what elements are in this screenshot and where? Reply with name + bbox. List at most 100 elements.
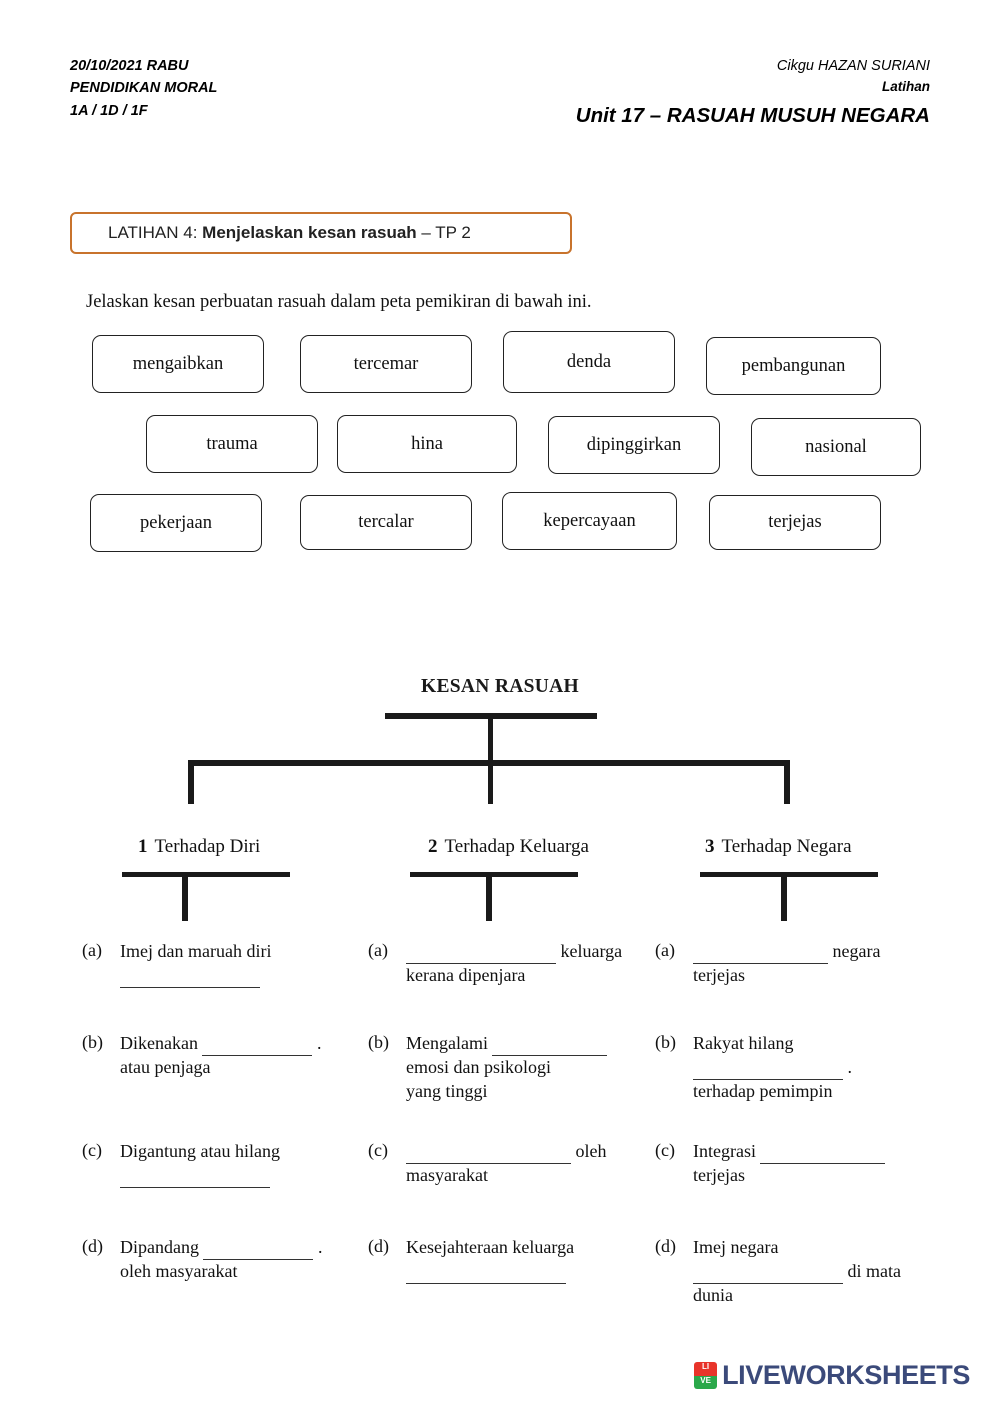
- branch-text-1: Terhadap Diri: [154, 836, 261, 857]
- answer-text-fragment: emosi dan psikologi: [406, 1056, 551, 1077]
- branch2-bar: [410, 872, 578, 877]
- answer-item-text: Mengalami emosi dan psikologi yang tinggi: [368, 1032, 648, 1103]
- header-date: 20/10/2021 RABU: [70, 58, 189, 74]
- answer-text-fragment: Integrasi: [693, 1141, 761, 1161]
- answer-item-marker: (b): [655, 1032, 676, 1052]
- header-classes: 1A / 1D / 1F: [70, 102, 148, 119]
- answer-blank-field[interactable]: [120, 970, 260, 988]
- word-bank-item[interactable]: denda: [503, 331, 675, 393]
- answer-item-marker: (d): [82, 1236, 103, 1256]
- answer-blank-field[interactable]: [693, 1266, 843, 1284]
- answer-item-marker: (d): [655, 1236, 676, 1256]
- answer-item: (c) Digantung atau hilang: [82, 1140, 362, 1188]
- answer-text-fragment: Digantung atau hilang: [120, 1141, 280, 1161]
- answer-blank-field[interactable]: [760, 1146, 886, 1164]
- word-bank-item[interactable]: mengaibkan: [92, 335, 264, 393]
- word-bank-item[interactable]: dipinggirkan: [548, 416, 720, 474]
- answer-blank-field[interactable]: [202, 1038, 313, 1056]
- word-bank-item[interactable]: tercalar: [300, 495, 472, 550]
- answer-item: (a) negara terjejas: [655, 940, 945, 988]
- answer-item-marker: (c): [82, 1140, 102, 1160]
- exercise-title: Menjelaskan kesan rasuah: [202, 223, 417, 242]
- answer-text-fragment: negara: [828, 941, 881, 961]
- branch-num-2: 2: [428, 836, 438, 857]
- answer-item: (b)Rakyat hilang .terhadap pemimpin: [655, 1032, 945, 1103]
- answer-blank-field[interactable]: [406, 946, 556, 964]
- branch1-stem: [182, 877, 188, 921]
- header-subject: PENDIDIKAN MORAL: [70, 80, 218, 97]
- answer-text-fragment: oleh masyarakat: [120, 1260, 238, 1281]
- answer-item-text: Digantung atau hilang: [82, 1140, 362, 1188]
- word-bank-item[interactable]: pembangunan: [706, 337, 881, 395]
- word-bank-item[interactable]: kepercayaan: [502, 492, 677, 550]
- word-bank-item[interactable]: hina: [337, 415, 517, 473]
- branch-num-1: 1: [138, 836, 148, 857]
- header-teacher: Cikgu HAZAN SURIANI: [776, 58, 930, 74]
- answer-item: (d)Dipandang .oleh masyarakat: [82, 1236, 362, 1284]
- answer-blank-field[interactable]: [203, 1242, 314, 1260]
- branch-text-3: Terhadap Negara: [721, 836, 852, 857]
- answer-text-fragment: Rakyat hilang: [693, 1033, 794, 1053]
- mindmap-branch1-drop: [188, 760, 194, 804]
- answer-blank-field[interactable]: [693, 1062, 843, 1080]
- answer-text-fragment: .: [312, 1033, 322, 1053]
- header-unit-title: Unit 17 – RASUAH MUSUH NEGARA: [575, 104, 930, 128]
- answer-text-fragment: oleh: [571, 1141, 607, 1161]
- answer-blank-field[interactable]: [406, 1266, 566, 1284]
- answer-text-fragment: Dipandang: [120, 1237, 204, 1257]
- answer-text-fragment: atau penjaga: [120, 1056, 211, 1077]
- instruction-text: Jelaskan kesan perbuatan rasuah dalam pe…: [86, 292, 592, 312]
- mindmap-root-bar: [385, 713, 597, 719]
- answer-item-marker: (a): [368, 940, 388, 960]
- answer-blank-field[interactable]: [120, 1170, 270, 1188]
- branch3-stem: [781, 877, 787, 921]
- answer-item-text: Dipandang .oleh masyarakat: [82, 1236, 362, 1284]
- mindmap-root-stem: [488, 719, 493, 763]
- branch-label-2: 2 Terhadap Keluarga: [428, 836, 589, 858]
- word-bank-item[interactable]: pekerjaan: [90, 494, 262, 552]
- answer-text-fragment: Imej negara: [693, 1237, 779, 1257]
- answer-item-marker: (b): [82, 1032, 103, 1052]
- answer-text-fragment: yang tinggi: [406, 1080, 488, 1101]
- exercise-title-text: LATIHAN 4: Menjelaskan kesan rasuah – TP…: [72, 223, 471, 243]
- header-right-block: Cikgu HAZAN SURIANI Latihan Unit 17 – RA…: [576, 55, 930, 133]
- answer-item-text: Imej dan maruah diri: [82, 940, 362, 988]
- answer-blank-field[interactable]: [492, 1038, 608, 1056]
- answer-blank-field[interactable]: [693, 946, 828, 964]
- mindmap-branch2-drop: [488, 760, 493, 804]
- answer-blank-field[interactable]: [406, 1146, 571, 1164]
- answer-item-text: Rakyat hilang .terhadap pemimpin: [655, 1032, 945, 1103]
- header-doc-type: Latihan: [881, 79, 930, 95]
- answer-item: (d)Kesejahteraan keluarga: [368, 1236, 648, 1284]
- word-bank-item[interactable]: trauma: [146, 415, 318, 473]
- answer-text-fragment: di mata: [843, 1260, 901, 1281]
- exercise-tp: – TP 2: [421, 223, 471, 242]
- branch3-bar: [700, 872, 878, 877]
- page-header: 20/10/2021 RABU PENDIDIKAN MORAL 1A / 1D…: [70, 55, 930, 135]
- word-bank-item[interactable]: nasional: [751, 418, 921, 476]
- answer-text-fragment: Mengalami: [406, 1033, 493, 1053]
- answer-text-fragment: terjejas: [693, 964, 745, 985]
- branch-label-1: 1 Terhadap Diri: [138, 836, 260, 858]
- answer-item-marker: (a): [655, 940, 675, 960]
- answer-text-fragment: keluarga: [556, 941, 623, 961]
- mindmap-branch3-drop: [784, 760, 790, 804]
- answer-text-fragment: .: [843, 1056, 853, 1077]
- word-bank-item[interactable]: terjejas: [709, 495, 881, 550]
- word-bank-item[interactable]: tercemar: [300, 335, 472, 393]
- liveworksheets-brand: LIVEWORKSHEETS: [722, 1360, 970, 1390]
- answer-item-text: Kesejahteraan keluarga: [368, 1236, 648, 1284]
- exercise-label: LATIHAN 4:: [108, 223, 198, 242]
- answer-item: (c)Integrasi terjejas: [655, 1140, 945, 1188]
- liveworksheets-badge-icon: LI VE: [694, 1362, 718, 1389]
- header-left-block: 20/10/2021 RABU PENDIDIKAN MORAL 1A / 1D…: [70, 55, 217, 122]
- branch-text-2: Terhadap Keluarga: [444, 836, 589, 857]
- branch-num-3: 3: [705, 836, 715, 857]
